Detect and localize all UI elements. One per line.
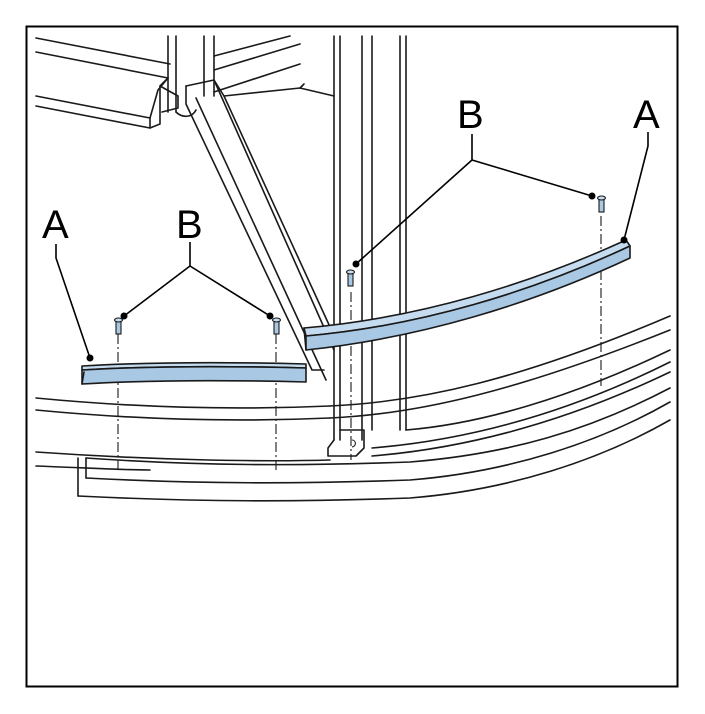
screw-right-2 — [596, 195, 607, 213]
callout-a-left: A — [42, 203, 69, 247]
figure-frame — [25, 25, 679, 688]
vertical-post — [327, 35, 407, 457]
right-profile-body — [305, 245, 631, 351]
callout-b-left: B — [176, 203, 203, 247]
screws — [113, 195, 607, 335]
left-profile-body — [81, 365, 307, 385]
shower-enclosure-drawing: A B B A — [35, 35, 671, 502]
callout-b-right: B — [457, 93, 484, 137]
upper-wall-rail — [35, 35, 301, 129]
curved-floor-tray — [35, 315, 671, 502]
right-threshold-profile — [303, 239, 631, 351]
leader-lines — [55, 132, 649, 362]
screw-left-2 — [271, 317, 282, 335]
screw-right-1 — [345, 269, 356, 287]
alignment-lines — [117, 216, 602, 470]
left-threshold-profile — [81, 361, 307, 385]
callout-a-right: A — [633, 93, 660, 137]
screw-left-1 — [113, 317, 124, 335]
